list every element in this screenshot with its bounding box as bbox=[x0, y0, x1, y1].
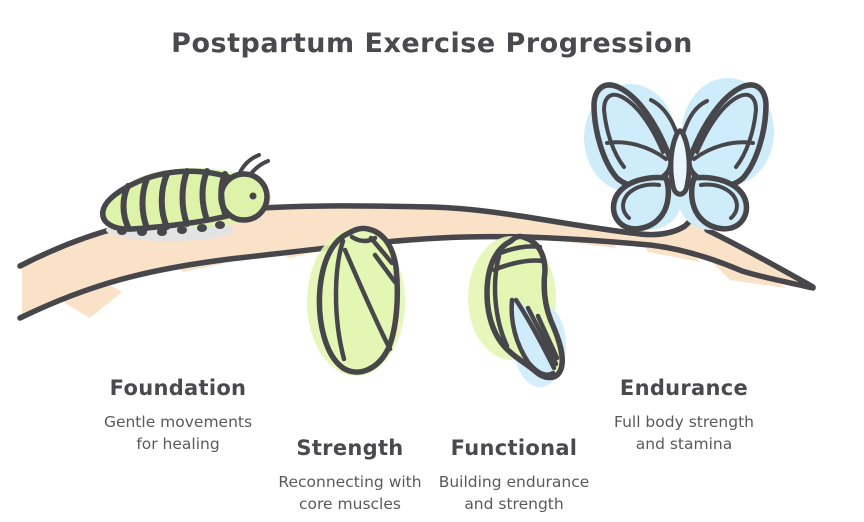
butterfly-antenna-left bbox=[649, 98, 679, 136]
butterfly-wing-upper-left bbox=[591, 82, 674, 189]
stage-description: Building endurance and strength bbox=[438, 473, 590, 514]
chrysalis-early-body bbox=[316, 225, 401, 375]
stage-description: Gentle movements for healing bbox=[103, 413, 253, 454]
caterpillar-feet bbox=[117, 221, 225, 236]
page-title: Postpartum Exercise Progression bbox=[171, 28, 693, 59]
caterpillar bbox=[100, 153, 271, 241]
stage-foundation: Foundation Gentle movements for healing bbox=[68, 376, 288, 456]
stage-label: Strength bbox=[296, 436, 404, 460]
stage-description: Full body strength and stamina bbox=[614, 413, 754, 454]
branch-bottom-outline bbox=[17, 233, 816, 321]
caterpillar-stripes bbox=[120, 168, 228, 231]
butterfly bbox=[584, 78, 774, 232]
stage-endurance: Endurance Full body strength and stamina bbox=[574, 376, 794, 456]
stage-label: Endurance bbox=[619, 376, 749, 400]
stage-description: Reconnecting with core muscles bbox=[278, 473, 422, 514]
stage-functional: Functional Building endurance and streng… bbox=[404, 436, 624, 516]
stage-strength: Strength Reconnecting with core muscles bbox=[240, 436, 460, 516]
chrysalis-late bbox=[468, 233, 566, 387]
stage-label: Functional bbox=[450, 436, 578, 460]
butterfly-wing-upper-right bbox=[686, 82, 769, 189]
chrysalis-late-lines bbox=[491, 244, 560, 378]
butterfly-body bbox=[668, 128, 692, 197]
butterfly-antenna-right bbox=[681, 99, 709, 136]
chrysalis-early-lines bbox=[333, 234, 398, 362]
caterpillar-eye bbox=[249, 192, 257, 200]
chrysalis-late-wing bbox=[509, 298, 557, 375]
butterfly-wing-veins bbox=[602, 92, 758, 220]
chrysalis-early bbox=[307, 225, 405, 376]
stage-label: Foundation bbox=[109, 376, 247, 400]
